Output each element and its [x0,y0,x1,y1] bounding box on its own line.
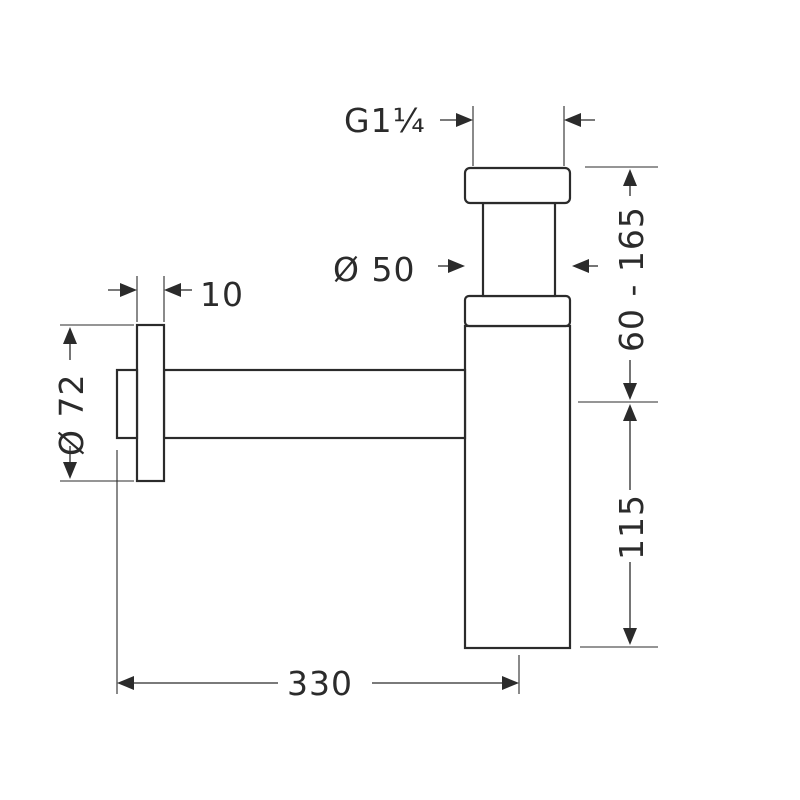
wall-rosette [135,323,166,483]
tail-pipe [481,201,557,298]
flange-thickness-label: 10 [200,275,244,314]
lower-collar [463,294,572,328]
adjustment-label: 60 - 165 [612,206,651,352]
pipe-diameter-label: Ø 50 [333,250,415,289]
flange-diameter-dimension: Ø 72 [52,324,134,482]
siphon-body [463,324,572,650]
flange-thickness-dimension: 10 [108,275,244,322]
body-height-label: 115 [612,494,651,560]
thread-dimension: G1¼ [344,101,595,166]
wall-stub [115,368,139,440]
siphon-parts [115,166,572,650]
adjustment-dimension: 60 - 165 [578,166,658,403]
body-height-dimension: 115 [580,404,658,648]
length-dimension: 330 [116,450,520,703]
outlet-pipe [162,368,467,440]
length-label: 330 [287,664,353,703]
flange-diameter-label: Ø 72 [52,374,91,456]
top-cap [463,166,572,205]
pipe-diameter-dimension: Ø 50 [333,250,598,289]
thread-label: G1¼ [344,101,426,140]
